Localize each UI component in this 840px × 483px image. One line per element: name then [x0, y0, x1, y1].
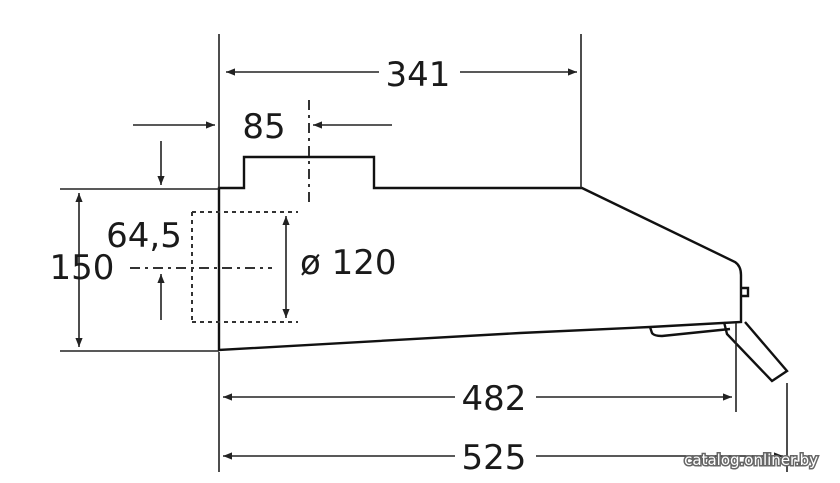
dimension-341-label: 341 [386, 55, 451, 95]
extension-lines [60, 34, 788, 472]
outlet-diameter-label: ø 120 [300, 243, 397, 283]
watermark: catalog.onliner.by [683, 450, 820, 471]
dimension-150-label: 150 [50, 248, 115, 288]
outlet-centerlines [130, 100, 310, 323]
hood-body [217, 155, 789, 383]
dimension-482-label: 482 [462, 379, 527, 419]
watermark-text: catalog.onliner.by [684, 451, 818, 469]
dimension-64-5-label: 64,5 [106, 216, 182, 256]
dimension-525-label: 525 [462, 438, 527, 478]
dimension-arrows [75, 68, 783, 460]
dimension-85-label: 85 [242, 107, 285, 147]
